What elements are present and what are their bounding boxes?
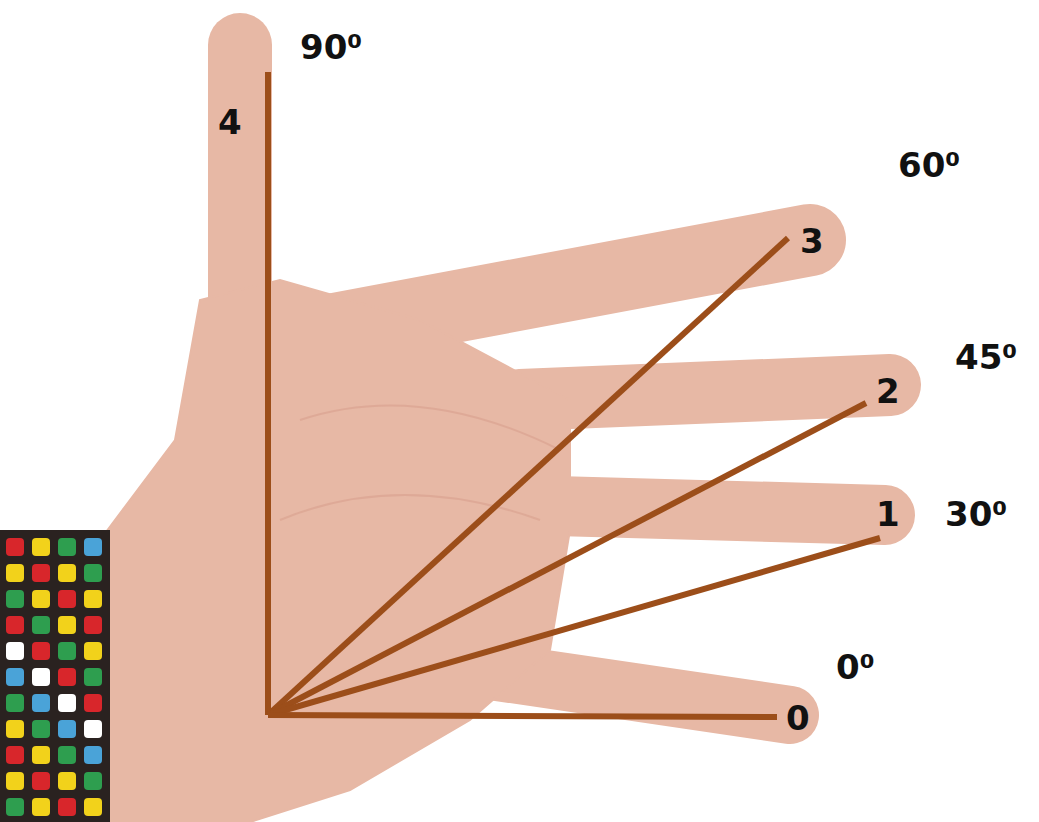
angle-label: 60⁰ [898, 148, 960, 182]
bead [32, 746, 50, 764]
bead [58, 538, 76, 556]
bead [32, 798, 50, 816]
angle-line [268, 403, 866, 715]
angle-label: 90⁰ [300, 30, 362, 64]
bead [84, 668, 102, 686]
bead [6, 798, 24, 816]
bead [6, 668, 24, 686]
bead [58, 772, 76, 790]
angle-line [268, 238, 788, 715]
bead [32, 720, 50, 738]
angle-line [265, 72, 271, 715]
callout-number: 0 [786, 701, 810, 735]
bead [6, 694, 24, 712]
bead [6, 746, 24, 764]
bead [58, 798, 76, 816]
bead [58, 642, 76, 660]
bead [84, 538, 102, 556]
bead [6, 538, 24, 556]
ring-finger [520, 505, 885, 515]
bead [84, 746, 102, 764]
bead [84, 616, 102, 634]
bead [84, 798, 102, 816]
callout-number: 4 [218, 105, 242, 139]
callout-number: 1 [876, 497, 900, 531]
bead [32, 616, 50, 634]
bead [58, 616, 76, 634]
bead [6, 772, 24, 790]
callout-number: 3 [800, 224, 824, 258]
palm-crease [300, 405, 560, 450]
bracelet [0, 530, 110, 822]
bead [58, 668, 76, 686]
bead [58, 720, 76, 738]
palm [40, 280, 570, 822]
bead [6, 564, 24, 582]
bead [84, 564, 102, 582]
bead [58, 590, 76, 608]
bead [58, 564, 76, 582]
bead [32, 590, 50, 608]
bead [32, 564, 50, 582]
bead [6, 720, 24, 738]
middle-finger [520, 385, 890, 400]
bead [32, 642, 50, 660]
angle-line [268, 538, 880, 715]
bead [84, 694, 102, 712]
bead [84, 642, 102, 660]
bead [84, 772, 102, 790]
callout-number: 2 [876, 374, 900, 408]
bead [32, 694, 50, 712]
angle-label: 30⁰ [945, 497, 1007, 531]
bead [58, 694, 76, 712]
angle-label: 45⁰ [955, 340, 1017, 374]
bead [84, 590, 102, 608]
bead [6, 590, 24, 608]
bead [32, 668, 50, 686]
bead [32, 538, 50, 556]
bead [6, 616, 24, 634]
angle-label: 0⁰ [836, 650, 875, 684]
bead [84, 720, 102, 738]
angle-line [268, 715, 777, 717]
bead [58, 746, 76, 764]
bead [32, 772, 50, 790]
bead [6, 642, 24, 660]
